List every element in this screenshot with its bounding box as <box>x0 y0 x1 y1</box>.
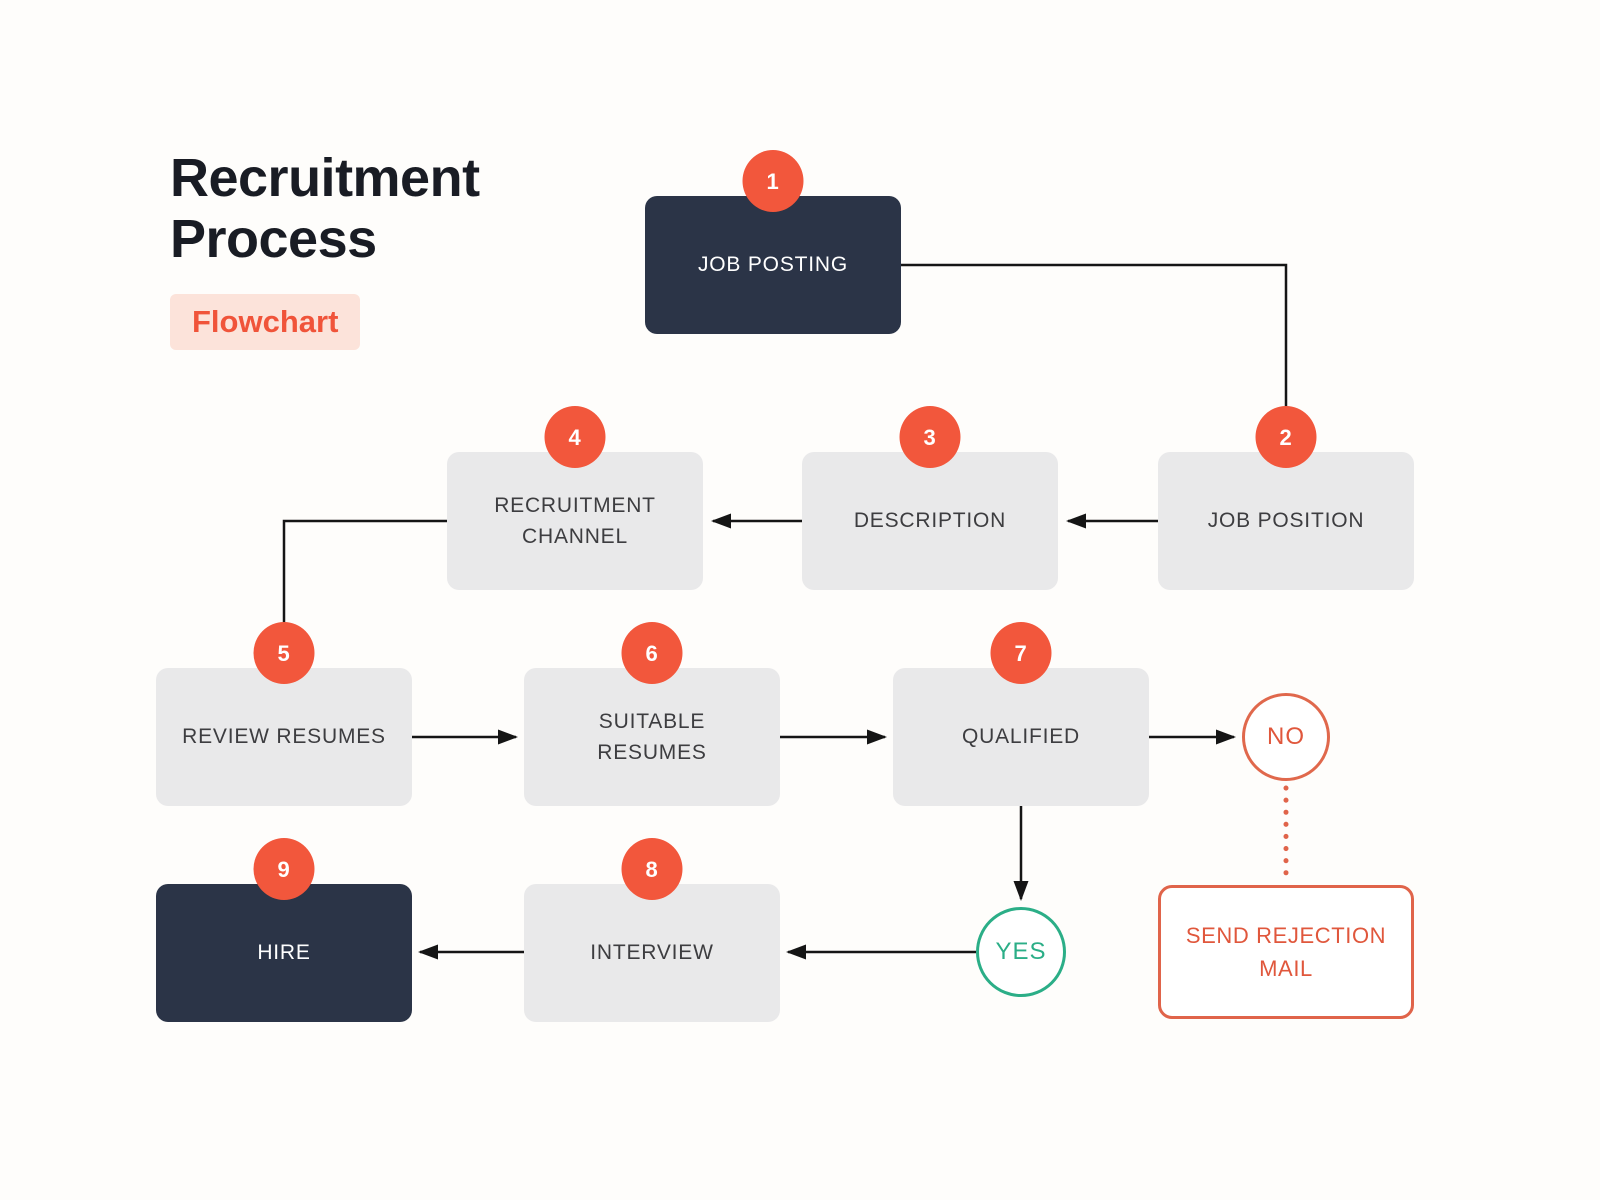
node-label: JOB POSTING <box>698 253 848 277</box>
step-number-8: 8 <box>621 838 683 900</box>
node-job-position: 2 JOB POSITION <box>1158 406 1414 590</box>
node-qualified: 7 QUALIFIED <box>893 622 1149 806</box>
step-number-2: 2 <box>1255 406 1317 468</box>
step-number-4: 4 <box>544 406 606 468</box>
decision-no: NO <box>1242 693 1330 781</box>
arrow-channel-to-review <box>276 519 447 663</box>
terminal-label: SEND REJECTION MAIL <box>1185 923 1387 981</box>
step-number-3: 3 <box>899 406 961 468</box>
node-description: 3 DESCRIPTION <box>802 406 1058 590</box>
step-number-9: 9 <box>253 838 315 900</box>
node-label: SUITABLE RESUMES <box>597 709 707 765</box>
node-label: DESCRIPTION <box>853 509 1007 533</box>
node-review-resumes: 5 REVIEW RESUMES <box>156 622 412 806</box>
step-number-5: 5 <box>253 622 315 684</box>
step-number-6: 6 <box>621 622 683 684</box>
node-label: JOB POSITION <box>1207 509 1365 533</box>
decision-label: NO <box>1267 723 1305 750</box>
node-hire: 9 HIRE <box>156 838 412 1022</box>
node-label: INTERVIEW <box>590 941 714 965</box>
node-recruitment-channel: 4 RECRUITMENT CHANNEL <box>447 406 703 590</box>
node-suitable-resumes: 6 SUITABLE RESUMES <box>524 622 780 806</box>
node-interview: 8 INTERVIEW <box>524 838 780 1022</box>
node-send-rejection-mail: SEND REJECTION MAIL <box>1158 885 1414 1019</box>
decision-label: YES <box>995 938 1047 965</box>
arrow-posting-to-position <box>901 263 1294 447</box>
node-job-posting: 1 JOB POSTING <box>645 150 901 334</box>
step-number-7: 7 <box>990 622 1052 684</box>
node-label: REVIEW RESUMES <box>182 725 386 749</box>
node-label: HIRE <box>257 941 311 965</box>
node-label: RECRUITMENT CHANNEL <box>494 493 656 549</box>
flowchart-badge: Flowchart <box>170 294 361 351</box>
header: Recruitment Process Flowchart <box>170 148 590 351</box>
node-label: QUALIFIED <box>961 725 1081 749</box>
step-number-1: 1 <box>742 150 804 212</box>
page-title: Recruitment Process <box>170 148 480 270</box>
decision-yes: YES <box>976 907 1066 997</box>
